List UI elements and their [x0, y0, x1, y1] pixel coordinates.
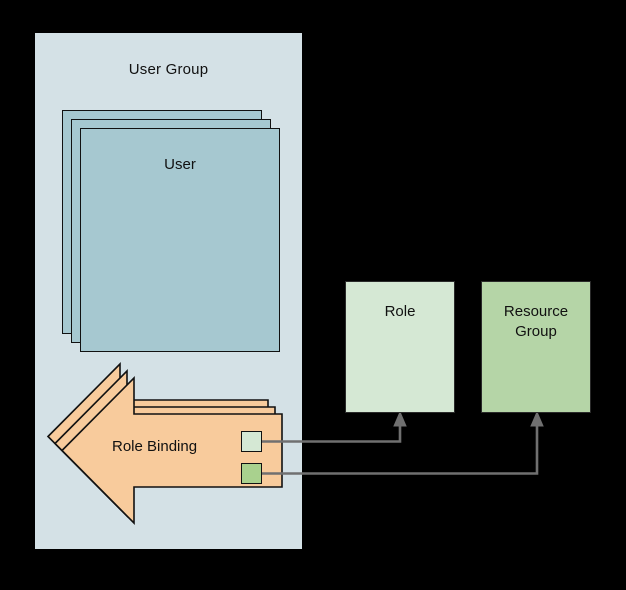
role-binding-stack[interactable]: Role Binding	[46, 362, 283, 529]
role-port-square[interactable]	[241, 431, 262, 452]
user-label: User	[164, 156, 196, 173]
role-box[interactable]: Role	[345, 281, 455, 413]
resource-port-square[interactable]	[241, 463, 262, 484]
edge-rolebinding-to-resource-group	[262, 410, 544, 475]
user-card-front[interactable]	[80, 128, 280, 352]
resource-group-box[interactable]: Resource Group	[481, 281, 591, 413]
user-group-label: User Group	[128, 61, 209, 78]
user-stack[interactable]: User	[62, 110, 282, 354]
